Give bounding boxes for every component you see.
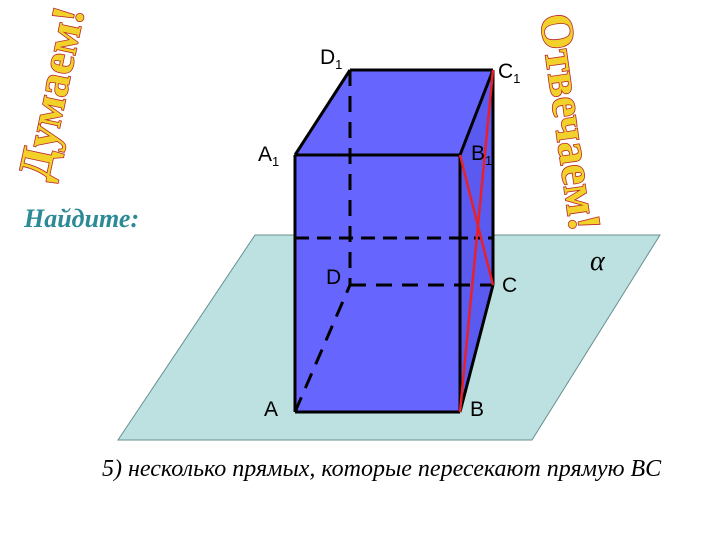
vertex-label-c: C <box>502 274 517 297</box>
edge-b1-c1 <box>458 69 495 156</box>
vertex-label-d: D <box>326 266 341 289</box>
task-text: 5) несколько прямых, которые пересекают … <box>102 456 662 482</box>
vertex-label-c1: C1 <box>498 60 520 86</box>
vertex-label-b: B <box>470 398 484 421</box>
vertex-label-a1: A1 <box>258 143 279 169</box>
box-top-face <box>295 70 493 155</box>
edge-b-c <box>458 284 495 413</box>
edge-ad-hidden <box>293 284 352 413</box>
vertex-label-a: A <box>264 398 278 421</box>
plane-label-alpha: α <box>590 246 606 277</box>
red-line-c-b1 <box>458 154 495 286</box>
word-art-left: Думаем! <box>8 2 94 184</box>
edge-a1-d1 <box>293 69 352 156</box>
vertex-label-d1: D1 <box>320 46 342 72</box>
word-art-right: Отвечаем! <box>530 10 611 233</box>
vertex-label-b1: B1 <box>471 142 492 168</box>
red-line-b-c1 <box>458 69 495 413</box>
task-heading: Найдите: <box>24 204 140 233</box>
